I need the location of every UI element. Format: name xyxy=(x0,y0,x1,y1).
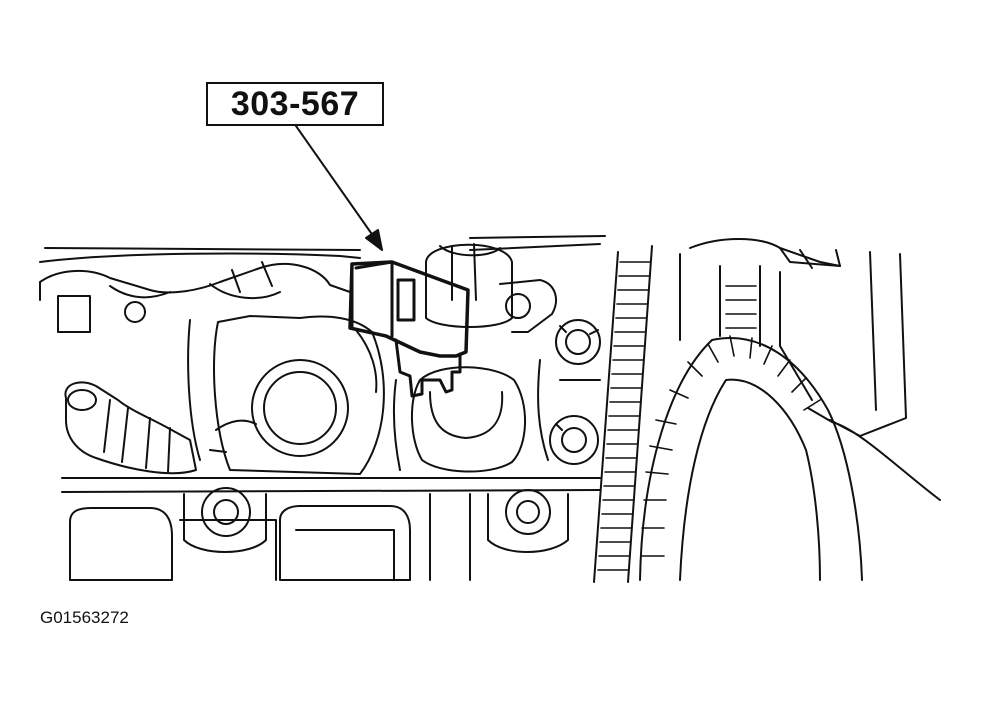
head-top-edge xyxy=(39,243,601,263)
cam-sprocket-inner xyxy=(679,378,821,581)
bolt-lower-left xyxy=(201,487,251,537)
lower-bolt-bosses xyxy=(183,493,569,553)
left-plug-tube xyxy=(64,381,197,475)
lower-port-left xyxy=(69,507,173,581)
lower-port-mid-inner xyxy=(179,519,395,581)
callout-arrowhead xyxy=(365,229,383,251)
central-port-outer xyxy=(251,359,349,457)
tool-callout-box: 303-567 xyxy=(206,82,384,126)
timing-cover xyxy=(679,238,941,501)
head-back-edge xyxy=(44,235,606,251)
bolt-upper-right xyxy=(555,319,601,365)
left-plug-rings xyxy=(103,399,171,473)
tool-clip xyxy=(394,338,462,398)
figure-id: G01563272 xyxy=(40,608,129,627)
cam-sprocket xyxy=(639,337,863,581)
lower-port-mid xyxy=(279,505,411,581)
callout-leader xyxy=(295,125,377,241)
timing-cover-top xyxy=(779,247,841,269)
sensor-top xyxy=(425,243,513,328)
sensor-eyelet xyxy=(505,293,531,319)
head-lower-edge xyxy=(61,477,601,493)
left-hole xyxy=(124,301,146,323)
timing-belt-outer xyxy=(593,245,653,583)
central-port-inner xyxy=(263,371,337,445)
tool-front-face xyxy=(350,260,394,338)
sensor-boss xyxy=(411,366,526,473)
upper-ribs xyxy=(109,261,281,300)
left-plug-cap xyxy=(67,389,97,411)
tool-callout-label: 303-567 xyxy=(230,84,360,123)
sensor-ridges xyxy=(439,243,501,301)
bolt-middle-right xyxy=(549,415,599,465)
tool-303-567 xyxy=(348,260,470,358)
left-bracket xyxy=(39,263,351,301)
bolt-lower-right xyxy=(505,489,551,535)
sensor-body xyxy=(429,391,504,439)
timing-belt-teeth xyxy=(597,261,651,571)
central-boss xyxy=(213,315,385,475)
belt-guard-strips xyxy=(725,285,757,329)
sensor-bracket xyxy=(499,279,557,333)
lower-mid-divider xyxy=(429,493,471,581)
cam-sprocket-teeth xyxy=(641,335,821,557)
head-ribs xyxy=(187,319,601,471)
central-boss-detail xyxy=(209,329,378,453)
tool-window xyxy=(396,278,416,322)
left-tab xyxy=(57,295,91,333)
